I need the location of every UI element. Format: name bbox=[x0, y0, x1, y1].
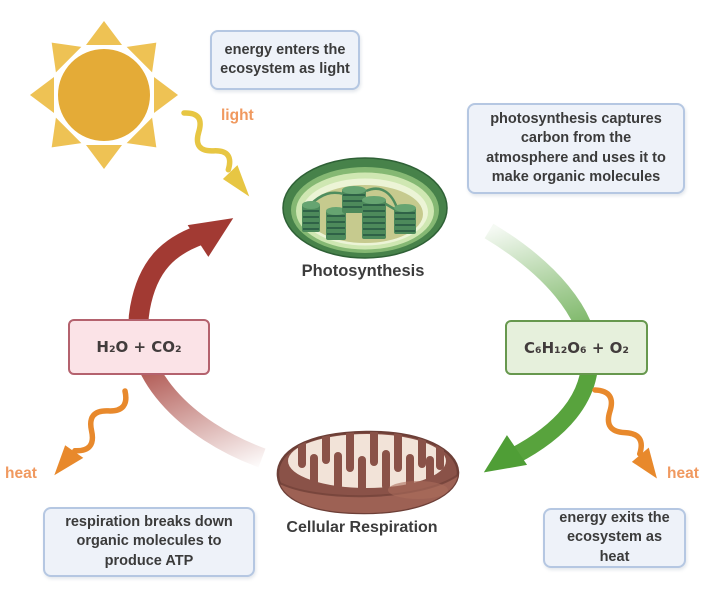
light-wavy-arrow bbox=[181, 110, 250, 197]
label-heat-left: heat bbox=[5, 465, 37, 482]
formula-box-water-co2: H₂O + CO₂ bbox=[68, 319, 210, 375]
cristae-folds bbox=[298, 431, 444, 494]
callout-respiration-breaks: respiration breaks down organic molecule… bbox=[43, 507, 255, 577]
label-photosynthesis: Photosynthesis bbox=[301, 262, 425, 280]
mitochondrion-icon bbox=[276, 430, 460, 515]
label-cellular-respiration: Cellular Respiration bbox=[286, 519, 438, 536]
chloroplast-icon bbox=[282, 157, 448, 259]
callout-photosynthesis-captures: photosynthesis captures carbon from the … bbox=[467, 103, 685, 194]
grana-stacks bbox=[302, 186, 416, 240]
label-heat-right: heat bbox=[667, 465, 699, 482]
heat-wavy-arrow-left bbox=[54, 388, 129, 476]
callout-energy-exits: energy exits the ecosystem as heat bbox=[543, 508, 686, 568]
sun-icon bbox=[30, 21, 178, 169]
formula-box-glucose-o2: C₆H₁₂O₆ + O₂ bbox=[505, 320, 648, 375]
label-light: light bbox=[221, 107, 254, 124]
heat-wavy-arrow-right bbox=[592, 387, 657, 479]
callout-energy-enters: energy enters the ecosystem as light bbox=[210, 30, 360, 90]
